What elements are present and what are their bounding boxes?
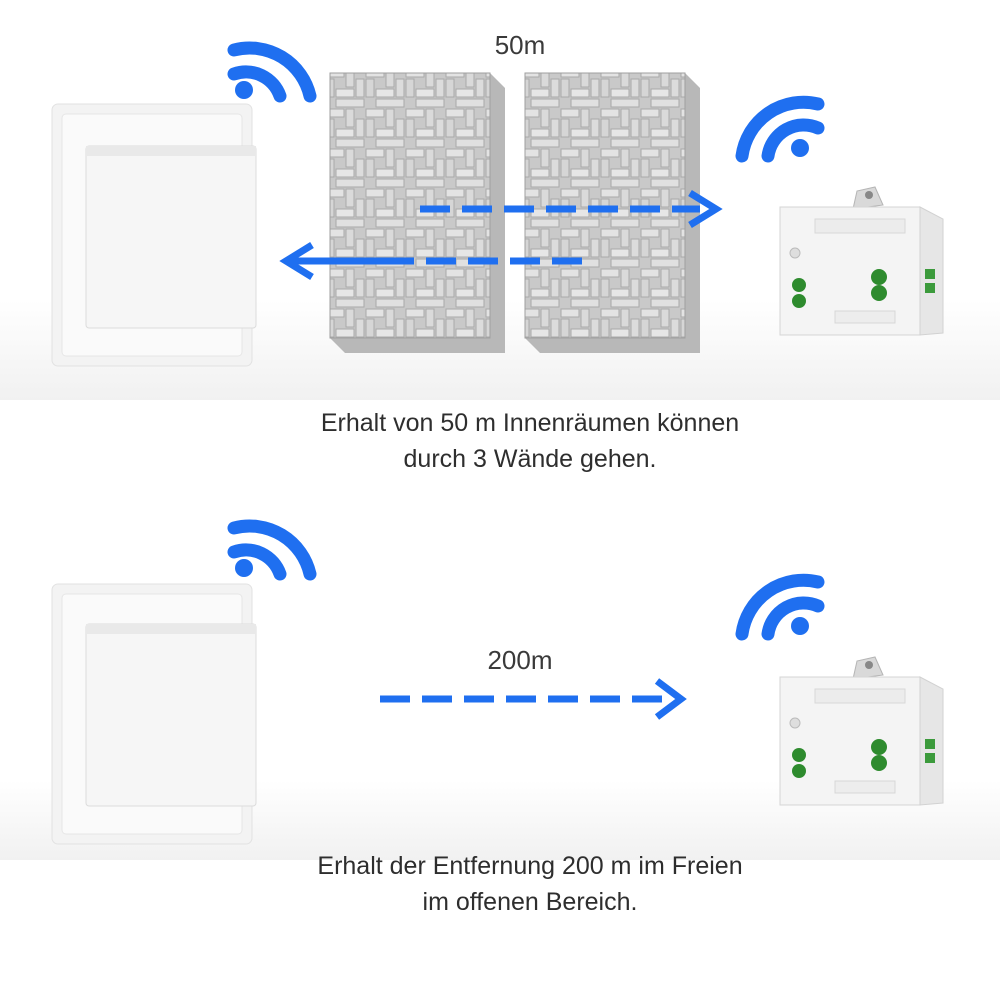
wifi-icon	[227, 41, 317, 103]
caption-bottom-line2: im offenen Bereich.	[422, 888, 638, 916]
signal-arrow-bottom	[380, 678, 687, 720]
wifi-icon	[735, 95, 825, 163]
receiver-box-bottom	[779, 656, 944, 806]
caption-top-line1: Erhalt von 50 m Innenräumen können	[320, 409, 740, 437]
caption-top: Erhalt von 50 m Innenräumen können durch…	[200, 405, 860, 477]
wifi-icon	[227, 519, 317, 581]
wall-switch-top	[51, 103, 257, 367]
receiver-box-top	[779, 186, 944, 336]
caption-top-line2: durch 3 Wände gehen.	[403, 445, 657, 473]
distance-label-bottom: 200m	[487, 645, 553, 675]
signal-arrows-top	[279, 190, 723, 280]
caption-bottom: Erhalt der Entfernung 200 m im Freien im…	[200, 848, 860, 920]
caption-bottom-line1: Erhalt der Entfernung 200 m im Freien	[317, 852, 743, 880]
distance-label-top: 50m	[494, 30, 546, 60]
wifi-icon	[735, 573, 825, 641]
wall-switch-bottom	[51, 583, 257, 845]
